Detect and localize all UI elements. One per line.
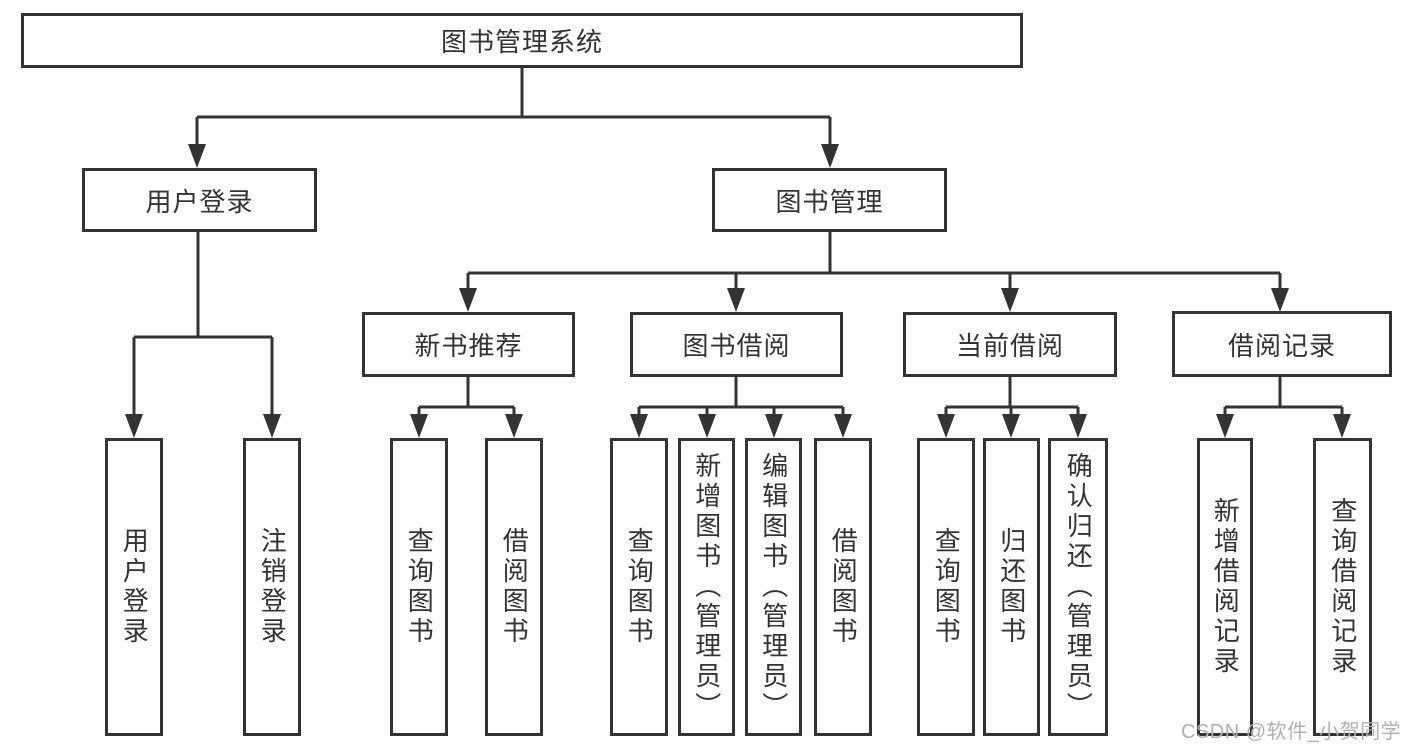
leaf-edit-book-admin: 编辑图书（管理员） <box>745 438 802 736</box>
tree-lines <box>132 68 1344 416</box>
node-label: 归还图书 <box>996 527 1027 647</box>
node-label: 注销登录 <box>257 527 288 647</box>
node-label: 新增借阅记录 <box>1210 497 1241 677</box>
node-label: 图书管理 <box>775 186 884 217</box>
node-label: 查询图书 <box>624 527 655 647</box>
leaf-query-books-borrowing: 查询图书 <box>610 438 668 736</box>
node-label: 新增图书（管理员） <box>691 452 722 722</box>
node-book-management: 图书管理 <box>712 168 947 232</box>
node-label: 借阅图书 <box>499 527 530 647</box>
leaf-query-books-current: 查询图书 <box>917 438 975 736</box>
node-label: 查询借阅记录 <box>1327 497 1358 677</box>
arrow-heads-icon <box>125 144 1351 438</box>
node-new-book-recommend: 新书推荐 <box>362 312 575 377</box>
node-label: 编辑图书（管理员） <box>758 452 789 722</box>
leaf-borrow-books: 借阅图书 <box>814 438 872 736</box>
node-label: 借阅图书 <box>828 527 859 647</box>
leaf-borrow-books-recommend: 借阅图书 <box>485 438 543 736</box>
node-label: 当前借阅 <box>955 331 1064 361</box>
node-label: 新书推荐 <box>414 331 523 361</box>
node-label: 图书借阅 <box>682 331 791 361</box>
node-label: 用户登录 <box>119 527 150 647</box>
leaf-query-borrow-record: 查询借阅记录 <box>1313 438 1372 736</box>
node-label: 用户登录 <box>145 186 254 217</box>
leaf-user-login: 用户登录 <box>105 438 163 736</box>
leaf-add-borrow-record: 新增借阅记录 <box>1197 438 1253 736</box>
leaf-query-books-recommend: 查询图书 <box>390 438 448 736</box>
leaf-return-book: 归还图书 <box>983 438 1040 736</box>
node-label: 查询图书 <box>931 527 962 647</box>
node-label: 图书管理系统 <box>440 27 603 57</box>
leaf-logout: 注销登录 <box>243 438 301 736</box>
leaf-add-book-admin: 新增图书（管理员） <box>678 438 735 736</box>
node-label: 确认归还（管理员） <box>1063 452 1094 722</box>
node-library-system: 图书管理系统 <box>21 13 1023 68</box>
node-borrow-records: 借阅记录 <box>1172 311 1392 377</box>
node-label: 借阅记录 <box>1227 330 1336 361</box>
node-current-borrowing: 当前借阅 <box>903 312 1117 377</box>
csdn-watermark: CSDN @软件_小贺同学 <box>1181 721 1402 743</box>
node-book-borrowing: 图书借阅 <box>630 312 843 377</box>
node-label: 查询图书 <box>404 527 435 647</box>
leaf-confirm-return-admin: 确认归还（管理员） <box>1048 438 1108 736</box>
node-user-login: 用户登录 <box>82 168 317 232</box>
